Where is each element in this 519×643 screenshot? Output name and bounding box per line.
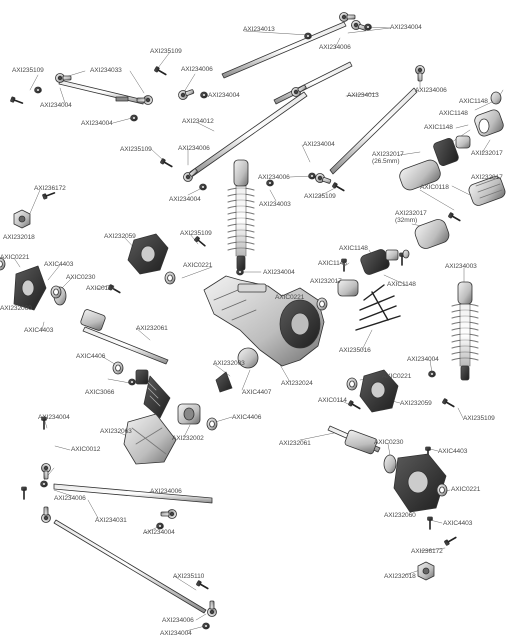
part-label: AXI232017 (471, 150, 503, 157)
part-label: AXIC1148 (318, 260, 347, 267)
part-label: AXI235016 (339, 347, 371, 354)
part-label: AXIC4403 (24, 327, 54, 334)
part-label: AXI232061 (279, 440, 311, 447)
part-label: AXIC0221 (382, 373, 412, 380)
part-label: AXIC1148 (439, 110, 468, 117)
part-label: AXI236172 (34, 185, 66, 192)
part-label: AXIC0221 (183, 262, 213, 269)
part-label: AXI232017 (471, 174, 503, 181)
part-label: AXI235109 (463, 415, 495, 422)
part-label: AXI232017 (372, 151, 404, 158)
part-label: AXI235109 (150, 48, 182, 55)
part-label: AXI234006 (319, 44, 351, 51)
part-label: AXI232017 (310, 278, 342, 285)
part-label: AXI232002 (172, 435, 204, 442)
pins (355, 284, 401, 331)
part-label: AXI232017 (395, 210, 427, 217)
driveshaft-parts (337, 91, 506, 297)
part-label: AXIC3066 (85, 389, 115, 396)
part-label: (26.5mm) (372, 158, 400, 165)
part-label: AXI234004 (160, 630, 192, 637)
part-label: AXI232059 (400, 400, 432, 407)
shock-absorbers (227, 159, 479, 381)
part-label: AXI234004 (38, 414, 70, 421)
part-label: AXIC1148 (459, 98, 488, 105)
part-label: AXIC1148 (387, 281, 416, 288)
part-label: AXI235109 (12, 67, 44, 74)
hex-hubs (13, 209, 435, 581)
part-label: AXI234004 (81, 120, 113, 127)
part-label: AXI235110 (173, 573, 205, 580)
part-label: AXI235109 (180, 230, 212, 237)
link-rods (53, 21, 418, 614)
part-label: AXIC0221 (0, 254, 30, 261)
part-label: AXI232024 (281, 380, 313, 387)
part-label: AXIC4403 (44, 261, 74, 268)
part-label: AXI232060 (0, 305, 32, 312)
axle-housing (203, 275, 325, 367)
part-label: AXI234033 (90, 67, 122, 74)
part-label: AXIC4403 (438, 448, 468, 455)
part-label: AXI234006 (415, 87, 447, 94)
part-label: AXI235109 (120, 146, 152, 153)
part-label: AXI234004 (303, 141, 335, 148)
part-label: AXI234004 (143, 529, 175, 536)
part-label: AXI234004 (208, 92, 240, 99)
part-label: AXI235109 (304, 193, 336, 200)
part-label: AXIC0221 (451, 486, 481, 493)
part-label: AXI234013 (347, 92, 379, 99)
part-label: AXI234004 (263, 269, 295, 276)
part-label: AXI232061 (136, 325, 168, 332)
part-label: AXI232003 (213, 360, 245, 367)
part-label: AXI234003 (445, 263, 477, 270)
axles-and-gears (0, 257, 448, 497)
part-label: AXIC4406 (76, 353, 106, 360)
part-label: AXI232059 (104, 233, 136, 240)
part-label: AXIC0221 (275, 294, 305, 301)
part-label: AXI234004 (169, 196, 201, 203)
part-label: AXIC4403 (443, 520, 473, 527)
part-label: AXI234006 (258, 174, 290, 181)
part-label: (32mm) (395, 217, 418, 224)
part-label: AXIC1148 (424, 124, 453, 131)
knuckles-and-carriers (13, 233, 447, 513)
part-label: AXI234004 (407, 356, 439, 363)
part-label: AXI234013 (243, 26, 275, 33)
part-label: AXI236172 (411, 548, 443, 555)
part-label: AXIC0230 (374, 439, 404, 446)
part-label: AXIC4406 (232, 414, 262, 421)
part-label: AXIC0114 (86, 285, 115, 292)
part-label: AXIC4407 (242, 389, 272, 396)
part-label: AXI234004 (40, 102, 72, 109)
part-label: AXI234012 (182, 118, 214, 125)
part-label: AXIC0230 (66, 274, 96, 281)
part-label: AXI234006 (150, 488, 182, 495)
part-label: AXIC0118 (420, 184, 449, 191)
part-label: AXI234004 (390, 24, 422, 31)
part-label: AXI232060 (384, 512, 416, 519)
part-label: AXI232018 (3, 234, 35, 241)
part-label: AXI234006 (162, 617, 194, 624)
part-label: AXIC0114 (318, 397, 347, 404)
part-label: AXI234006 (54, 495, 86, 502)
part-label: AXI234006 (178, 145, 210, 152)
part-label: AXI234003 (259, 201, 291, 208)
part-label: AXI234006 (181, 66, 213, 73)
part-label: AXIC1148 (339, 245, 368, 252)
part-label: AXI234031 (95, 517, 127, 524)
part-label: AXIC0012 (71, 446, 101, 453)
part-label: AXI232063 (100, 428, 132, 435)
part-label: AXI232018 (384, 573, 416, 580)
